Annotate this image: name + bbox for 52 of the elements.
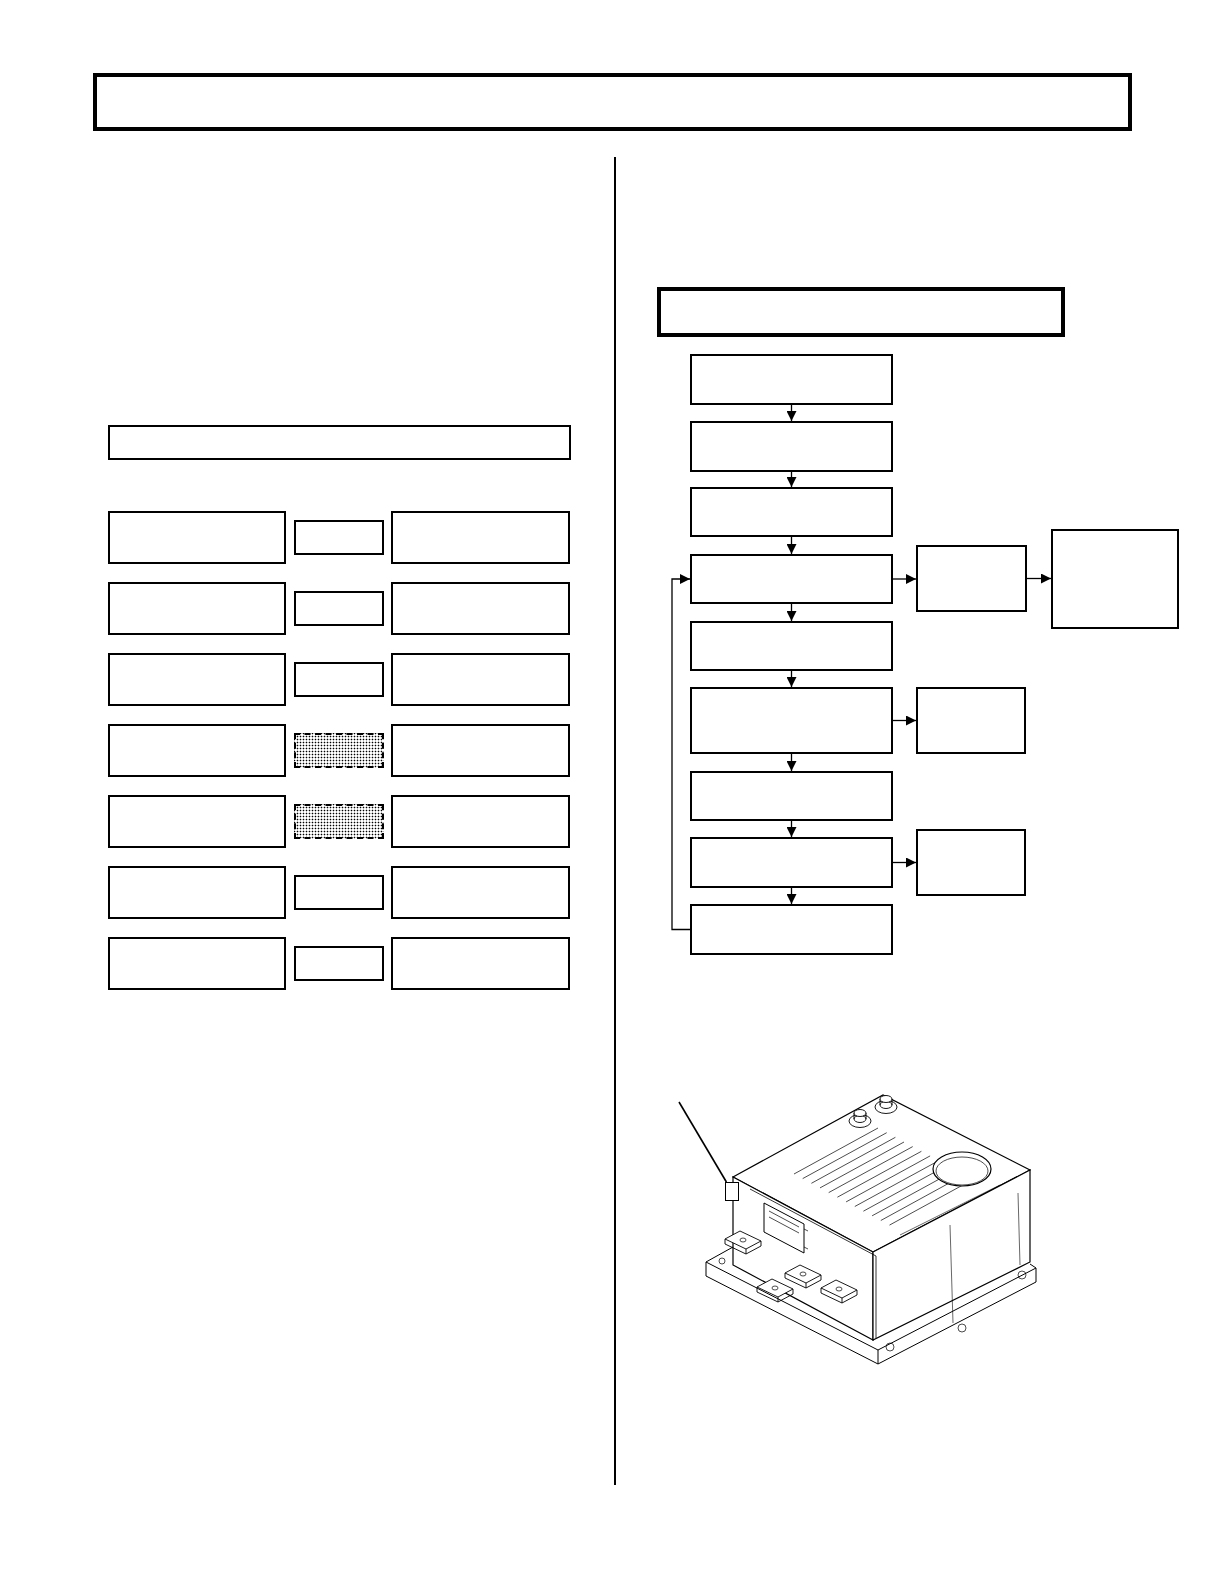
process-box (690, 421, 893, 472)
status-box (108, 795, 286, 848)
indicator-box (294, 946, 384, 981)
process-box (690, 354, 893, 405)
arrow (786, 670, 797, 688)
leader-line (678, 1101, 728, 1183)
arrow (892, 574, 917, 584)
arrow (786, 820, 797, 838)
status-box (108, 582, 286, 635)
process-box (690, 621, 893, 671)
shaded-indicator-box (294, 804, 384, 839)
status-box (391, 795, 570, 848)
arrow (786, 887, 797, 905)
result-box (916, 687, 1026, 754)
shaded-indicator-box (294, 733, 384, 768)
arrow (786, 603, 797, 622)
arrow (786, 404, 797, 422)
status-box (108, 511, 286, 564)
indicator-box (294, 591, 384, 626)
indicator-box (294, 520, 384, 555)
process-box (690, 554, 893, 604)
section-heading-box (108, 425, 571, 460)
arrow (786, 471, 797, 488)
process-box (690, 487, 893, 537)
status-box (108, 653, 286, 706)
status-box (391, 937, 570, 990)
process-box (690, 687, 893, 754)
process-box (690, 771, 893, 821)
status-box (108, 937, 286, 990)
process-box (690, 904, 893, 955)
status-box (391, 866, 570, 919)
status-box (391, 582, 570, 635)
arrow (892, 715, 917, 726)
indicator-box (294, 662, 384, 697)
indicator-box (294, 875, 384, 910)
connector-port (725, 1182, 739, 1201)
status-box (391, 724, 570, 777)
status-box (391, 653, 570, 706)
process-box (690, 837, 893, 888)
arrow (786, 536, 797, 555)
title-bar (93, 73, 1132, 131)
arrow (1026, 573, 1052, 584)
result-box (916, 545, 1027, 612)
result-box (1051, 529, 1179, 629)
result-box (916, 829, 1026, 896)
section-heading-box (657, 287, 1065, 337)
status-box (108, 866, 286, 919)
arrow (892, 857, 917, 868)
status-box (108, 724, 286, 777)
arrow (786, 753, 797, 772)
status-box (391, 511, 570, 564)
arrow (671, 574, 691, 931)
